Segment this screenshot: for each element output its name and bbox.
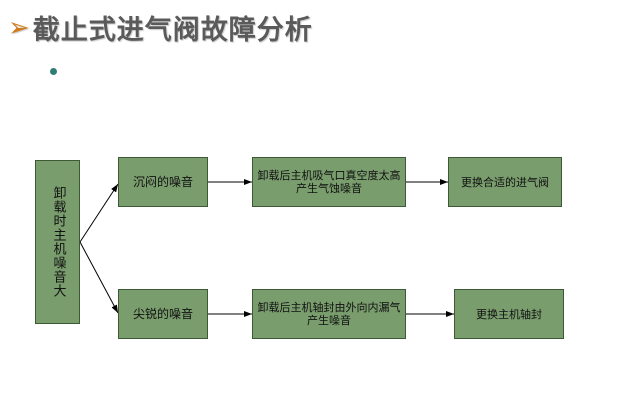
cause-box-2: 卸载后主机轴封由外向内漏气产生噪音 [252, 289, 406, 339]
arrow-bullet-icon: ➢ [8, 12, 31, 43]
root-fault-box: 卸载时主机噪音大 [35, 160, 80, 324]
page-title: ➢ 截止式进气阀故障分析 [8, 8, 313, 47]
symptom-box-2: 尖锐的噪音 [118, 289, 208, 339]
solution-box-1: 更换合适的进气阀 [448, 157, 562, 207]
cause-box-1: 卸载后主机吸气口真空度太高产生气蚀噪音 [252, 157, 406, 207]
bullet-dot [50, 68, 57, 75]
solution-box-2: 更换主机轴封 [454, 289, 564, 339]
page-title-text: 截止式进气阀故障分析 [32, 15, 313, 46]
connector-root-to-symptom-2 [79, 241, 119, 314]
connector-root-to-symptom-1 [79, 183, 119, 243]
symptom-box-1: 沉闷的噪音 [118, 157, 208, 207]
